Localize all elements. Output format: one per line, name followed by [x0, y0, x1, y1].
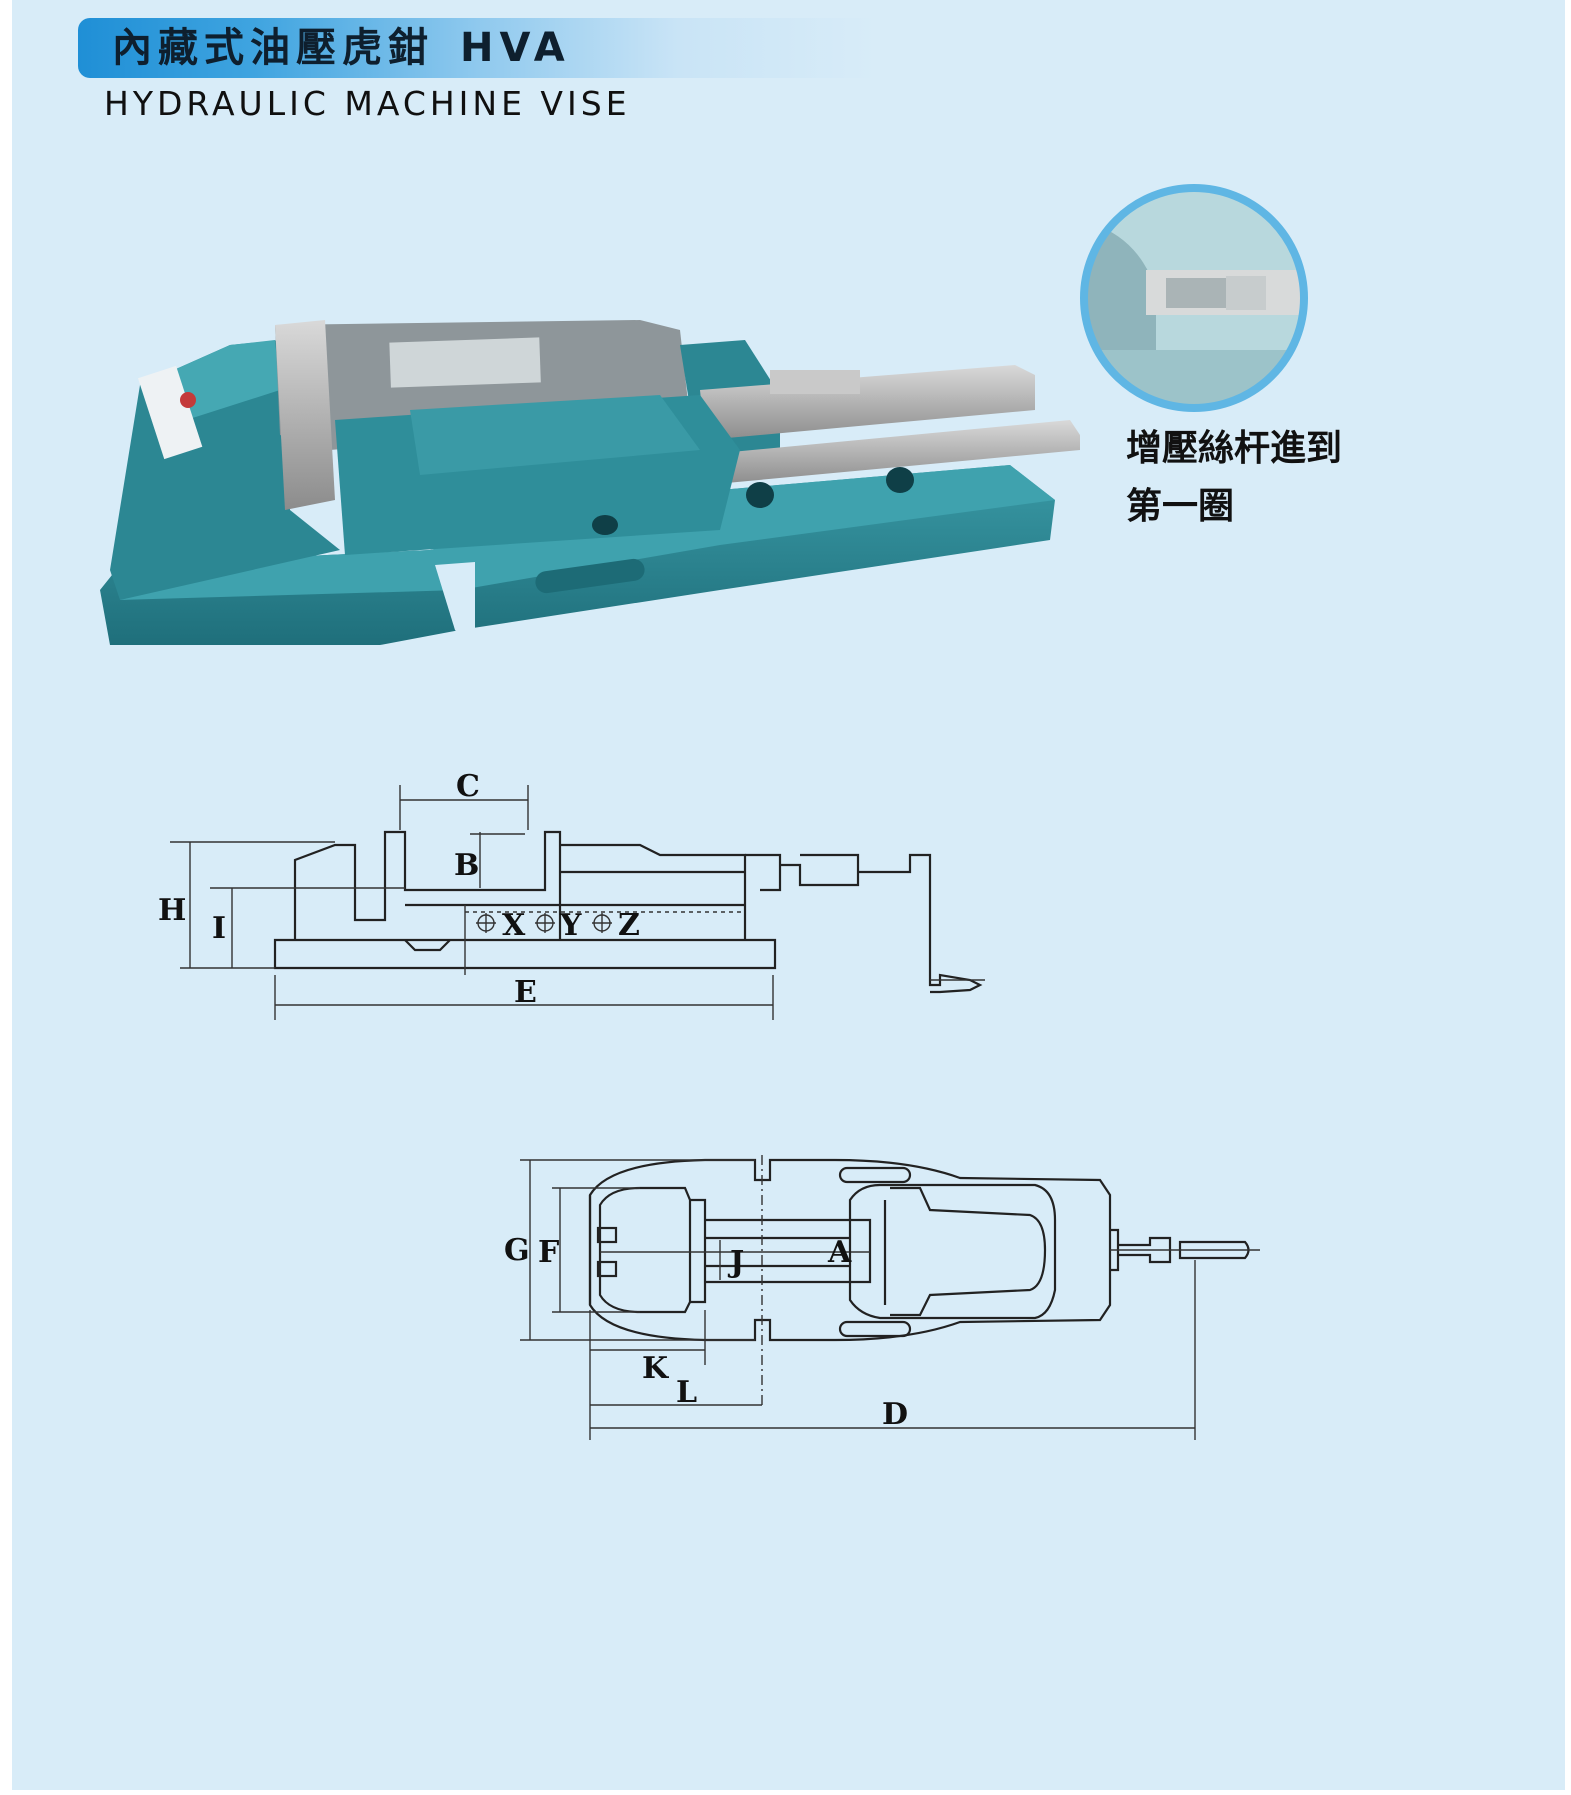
title-banner	[78, 18, 878, 78]
dim-label-x: X	[502, 908, 526, 943]
inset-caption: 增壓絲杆進到 第一圈	[1126, 420, 1366, 536]
dim-label-y: Y	[559, 908, 582, 943]
dim-label-k: K	[642, 1351, 669, 1386]
model-code: HVA	[460, 25, 571, 71]
dim-label-e: E	[514, 975, 537, 1010]
dim-label-l: L	[676, 1375, 697, 1410]
inset-caption-line-2: 第一圈	[1126, 486, 1235, 527]
inset-detail-image	[1080, 184, 1308, 412]
dim-label-d: D	[882, 1397, 908, 1432]
dim-label-j: J	[727, 1245, 744, 1280]
top-view-drawing: G F J A K L D	[504, 1155, 1260, 1440]
page-subtitle: HYDRAULIC MACHINE VISE	[104, 84, 631, 123]
dim-label-c: C	[456, 769, 480, 804]
dim-label-g: G	[504, 1233, 530, 1268]
vise-product-image	[100, 320, 1080, 645]
title-chinese: 內藏式油壓虎鉗	[112, 25, 434, 71]
side-view-drawing: C B H I X Y Z E	[158, 769, 985, 1020]
dim-label-h: H	[158, 893, 186, 928]
page-title: 內藏式油壓虎鉗 HVA	[112, 22, 571, 74]
dim-label-z: Z	[618, 908, 640, 943]
dim-label-b: B	[454, 848, 479, 883]
dim-label-i: I	[212, 911, 226, 946]
dim-label-a: A	[827, 1235, 852, 1270]
inset-caption-line-1: 增壓絲杆進到	[1126, 428, 1343, 469]
dim-label-f: F	[538, 1235, 559, 1270]
